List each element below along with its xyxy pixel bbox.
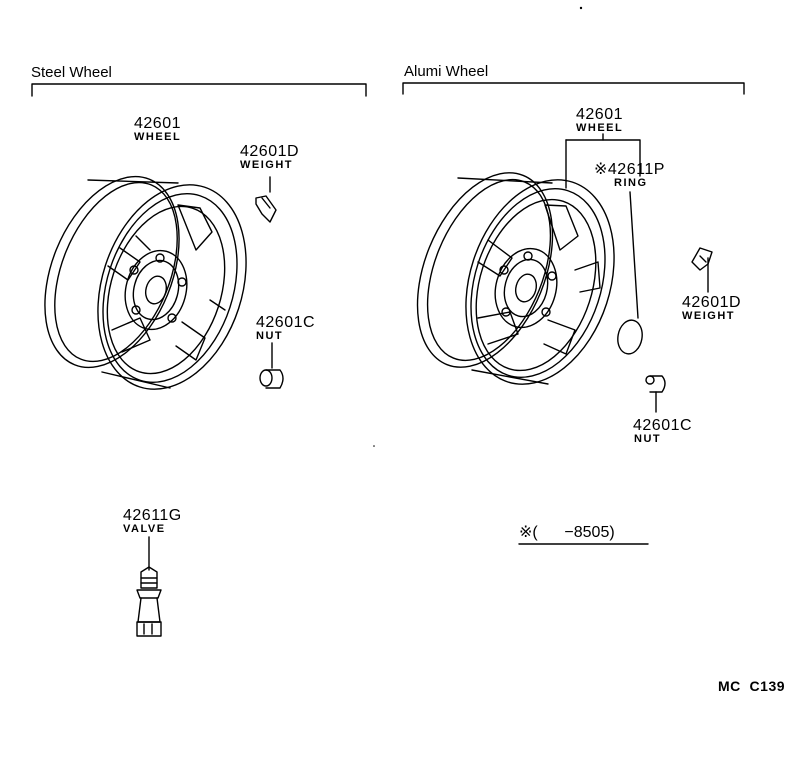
valve-drawing <box>136 536 162 637</box>
valve-part-number: 42611G <box>123 507 182 524</box>
steel-wheel-part-name: WHEEL <box>134 131 182 143</box>
steel-nut-part-number: 42601C <box>256 314 316 331</box>
alumi-nut-part-name: NUT <box>634 433 662 445</box>
valve-part-name: VALVE <box>123 523 166 535</box>
alumi-wheel-drawing <box>416 172 615 385</box>
steel-wheel-section-title: Steel Wheel <box>31 64 112 81</box>
scan-specks <box>373 6 583 447</box>
steel-wheel-part-number: 42601 <box>134 115 181 132</box>
ring-part-name: RING <box>614 177 648 189</box>
alumi-nut-part-number: 42601C <box>633 417 693 434</box>
steel-nut-drawing <box>259 342 284 389</box>
applicability-footnote: ※( −8505) <box>519 524 615 541</box>
steel-weight-part-number: 42601D <box>240 143 300 160</box>
alumi-weight-part-number: 42601D <box>682 294 742 311</box>
steel-wheel-drawing <box>44 175 247 390</box>
steel-weight-part-name: WEIGHT <box>240 159 293 171</box>
steel-weight-drawing <box>255 176 277 223</box>
ring-part-number: ※42611P <box>594 161 665 178</box>
alumi-wheel-part-number: 42601 <box>576 106 623 123</box>
alumi-weight-part-name: WEIGHT <box>682 310 735 322</box>
alumi-weight-drawing <box>691 247 713 293</box>
steel-nut-part-name: NUT <box>256 330 284 342</box>
steel-section-bracket <box>31 83 367 97</box>
alumi-nut-drawing <box>645 375 666 413</box>
diagram-code: MC C139 <box>718 678 786 694</box>
alumi-leader-lines <box>565 133 641 319</box>
alumi-section-bracket <box>402 82 745 95</box>
alumi-wheel-part-name: WHEEL <box>576 122 624 134</box>
alumi-wheel-section-title: Alumi Wheel <box>404 63 489 80</box>
ring-drawing <box>617 319 643 355</box>
